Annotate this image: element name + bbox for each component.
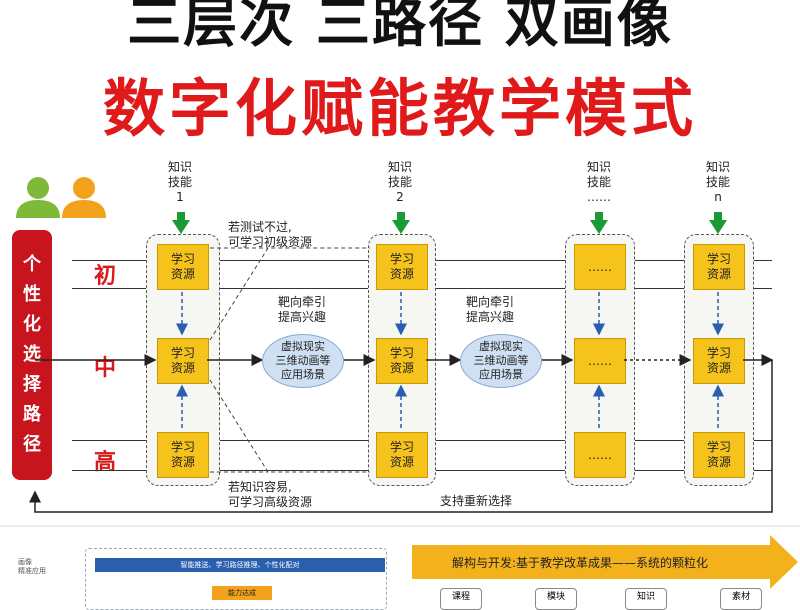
green-arrow-icon [177, 212, 185, 220]
card-course: 课程 [440, 588, 482, 610]
card-knowledge: 知识 [625, 588, 667, 610]
sub-title: 数字化赋能教学模式 [102, 72, 697, 145]
level-label-advanced: 高 [93, 450, 116, 475]
scenario-ellipse: 虚拟现实三维动画等应用场景 [460, 334, 542, 388]
level-label-beginner: 初 [93, 264, 116, 289]
scenario-ellipse: 虚拟现实三维动画等应用场景 [262, 334, 344, 388]
placeholder-box: …… [574, 244, 626, 290]
people-icon [16, 177, 106, 218]
note-easy: 若知识容易,可学习高级资源 [228, 480, 313, 509]
green-arrow-icon [392, 220, 410, 234]
placeholder-box: …… [574, 432, 626, 478]
placeholder-box: …… [574, 338, 626, 384]
portrait-label: 画像精准应用 [18, 558, 46, 575]
resource-box: 学习资源 [376, 338, 428, 384]
deconstruct-banner: 解构与开发:基于教学改革成果——系统的颗粒化 [412, 545, 770, 579]
level-label-intermediate: 中 [93, 356, 116, 381]
resource-box: 学习资源 [157, 432, 209, 478]
note-guide-1: 靶向牵引提高兴趣 [278, 295, 327, 324]
resource-box: 学习资源 [376, 432, 428, 478]
note-guide-2: 靶向牵引提高兴趣 [466, 295, 515, 324]
card-material: 素材 [720, 588, 762, 610]
green-arrow-icon [397, 212, 405, 220]
card-module: 模块 [535, 588, 577, 610]
sidebar-char: 择 [23, 374, 41, 395]
resource-box: 学习资源 [693, 338, 745, 384]
ability-box: 能力达成 [212, 586, 272, 600]
sidebar-char: 性 [23, 284, 41, 305]
banner-arrow-icon [770, 535, 798, 589]
personalized-path-sidebar: 个 性 化 选 择 路 径 [12, 230, 52, 480]
green-arrow-icon [595, 212, 603, 220]
sidebar-char: 化 [23, 314, 41, 335]
resource-box: 学习资源 [376, 244, 428, 290]
sidebar-char: 径 [23, 434, 41, 455]
resource-box: 学习资源 [693, 244, 745, 290]
green-arrow-icon [590, 220, 608, 234]
resource-box: 学习资源 [693, 432, 745, 478]
green-arrow-icon [709, 220, 727, 234]
resource-box: 学习资源 [157, 338, 209, 384]
note-reselect: 支持重新选择 [440, 494, 513, 508]
sidebar-char: 路 [23, 404, 41, 425]
skill-label-3: 知识技能…… [586, 160, 611, 204]
main-title: 三层次 三路径 双画像 [127, 0, 673, 54]
green-arrow-icon [714, 212, 722, 220]
sidebar-char: 个 [23, 254, 41, 275]
note-test-fail: 若测试不过,可学习初级资源 [228, 220, 313, 249]
resource-box: 学习资源 [157, 244, 209, 290]
push-bar: 智能推送、学习路径推理、个性化配对 [95, 558, 385, 572]
green-arrow-icon [172, 220, 190, 234]
